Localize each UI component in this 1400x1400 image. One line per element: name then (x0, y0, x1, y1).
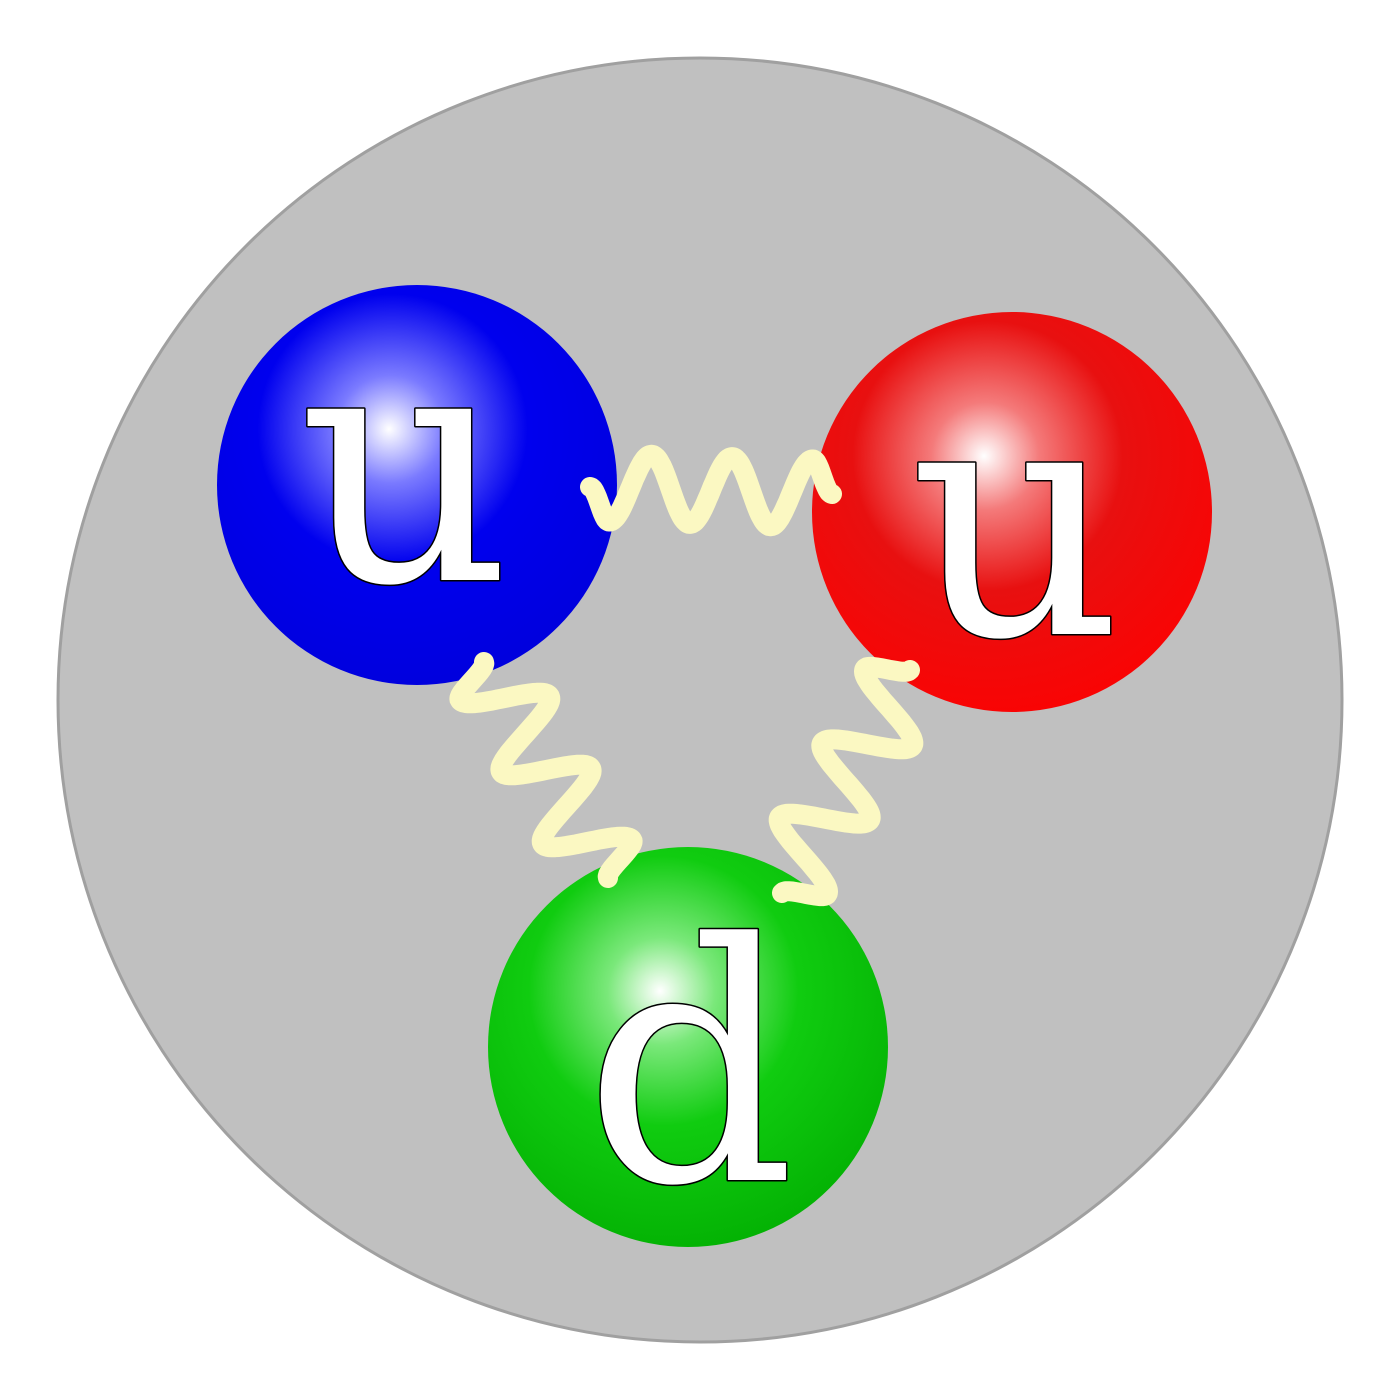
quark-down-green (488, 847, 888, 1247)
quark-label-3: d (584, 874, 795, 1258)
gluon-line-2 (449, 652, 643, 888)
quark-up-blue (217, 285, 617, 685)
quark-sphere-blue (217, 285, 617, 685)
quark-label-1: u (299, 274, 512, 658)
quark-sphere-green (488, 847, 888, 1247)
quark-up-red (812, 312, 1212, 712)
gluon-line-3 (768, 656, 924, 907)
quark-sphere-red (812, 312, 1212, 712)
gluon-layer (449, 444, 924, 907)
gluon-line-1 (580, 444, 842, 537)
quark-label-2: u (910, 328, 1123, 712)
